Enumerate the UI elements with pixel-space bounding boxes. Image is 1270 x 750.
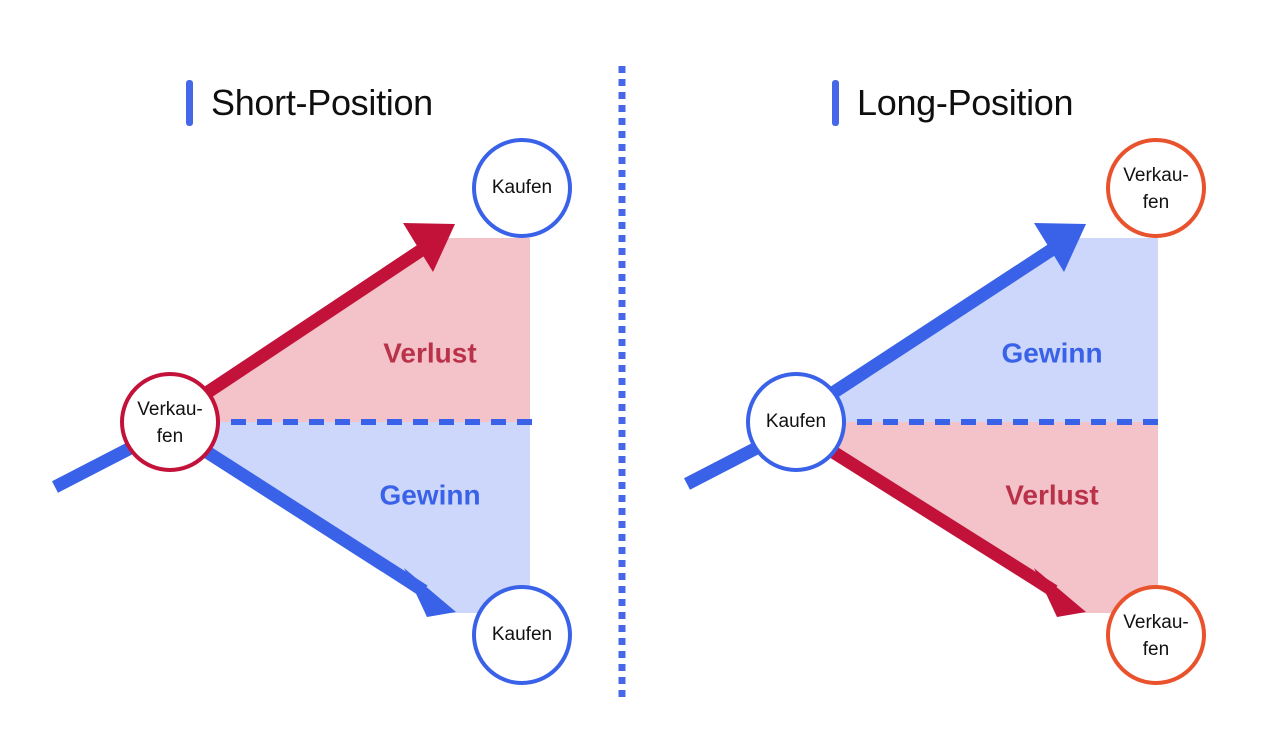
node-long-bottom[interactable]: Verkau- fen — [1106, 585, 1206, 685]
arrow-shaft-short-profit — [192, 439, 428, 597]
panel-title-long: Long-Position — [832, 80, 1074, 126]
node-long-entry[interactable]: Kaufen — [746, 372, 846, 472]
node-short-bottom[interactable]: Kaufen — [472, 585, 572, 685]
arrow-head-short-loss — [403, 223, 455, 272]
zone-label-long-upper: Gewinn — [1001, 337, 1102, 368]
zone-fill-long-upper — [796, 238, 1158, 422]
node-long-top[interactable]: Verkau- fen — [1106, 138, 1206, 238]
node-long-top-label-2: fen — [1143, 192, 1169, 213]
panel-title-short-text: Short-Position — [211, 82, 433, 123]
node-short-bottom-label-1: Kaufen — [492, 624, 552, 645]
zone-fill-long-lower — [796, 422, 1158, 613]
panel-short: Verlust Gewinn Verkau- fen Kaufen Kaufen — [52, 138, 572, 685]
arrow-shaft-short-loss — [192, 237, 436, 406]
node-short-entry-label-2: fen — [157, 426, 183, 447]
panel-long: Gewinn Verlust Kaufen Verkau- fen Verkau… — [684, 138, 1206, 685]
arrow-head-short-profit — [404, 568, 456, 617]
node-short-top[interactable]: Kaufen — [472, 138, 572, 238]
node-long-bottom-label-2: fen — [1143, 639, 1169, 660]
node-short-entry[interactable]: Verkau- fen — [120, 372, 220, 472]
node-short-top-label-1: Kaufen — [492, 177, 552, 198]
arrow-head-long-profit — [1034, 223, 1086, 272]
node-long-top-label-1: Verkau- — [1123, 165, 1188, 186]
node-long-entry-label-1: Kaufen — [766, 411, 826, 432]
arrow-head-long-loss — [1034, 568, 1086, 617]
title-accent-bar-long — [832, 80, 839, 126]
zone-label-long-lower: Verlust — [1005, 479, 1098, 510]
node-long-bottom-label-1: Verkau- — [1123, 612, 1188, 633]
panel-title-short: Short-Position — [186, 80, 433, 126]
title-accent-bar-short — [186, 80, 193, 126]
arrow-shaft-long-profit — [818, 237, 1066, 406]
arrow-shaft-long-loss — [818, 439, 1058, 597]
panel-title-long-text: Long-Position — [857, 82, 1074, 123]
zone-fill-short-lower — [170, 422, 530, 613]
zone-label-short-lower: Gewinn — [379, 479, 480, 510]
node-short-entry-label-1: Verkau- — [137, 399, 202, 420]
zone-fill-short-upper — [170, 238, 530, 422]
zone-label-short-upper: Verlust — [383, 337, 476, 368]
